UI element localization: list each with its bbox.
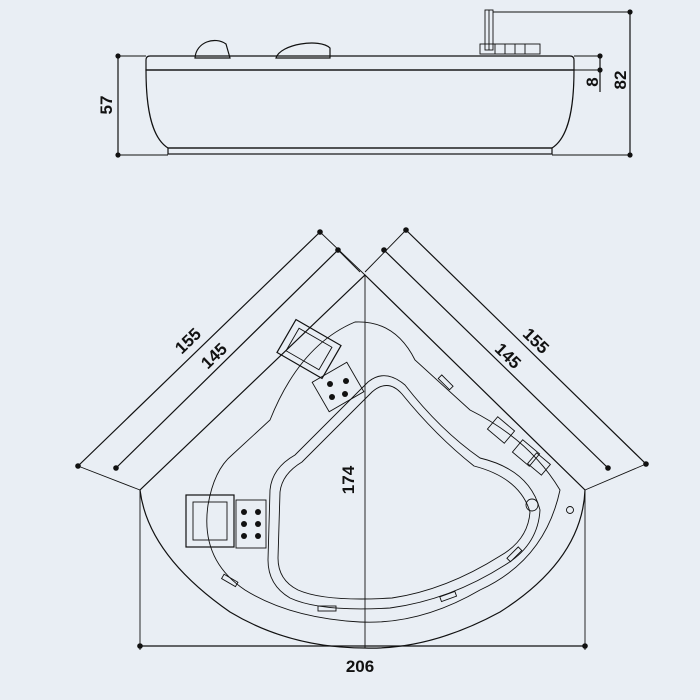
dim-label-155-left: 155: [171, 324, 205, 357]
dim-label-8: 8: [583, 77, 602, 86]
dim-label-82: 82: [611, 71, 630, 90]
tub-basin-line: [267, 375, 541, 610]
faucet: [479, 9, 541, 55]
dim-label-145-right: 145: [491, 339, 525, 372]
dim-label-57: 57: [97, 96, 116, 115]
side-view: 57 8 82: [97, 9, 633, 158]
headrest-left: [194, 39, 231, 59]
drain: [525, 498, 539, 512]
tub-inner-rim: [206, 321, 561, 623]
dim-line-155-left: [77, 231, 321, 467]
headrest-left: [185, 494, 235, 548]
tub-outline-top: [139, 274, 586, 649]
dim-label-206: 206: [346, 657, 374, 676]
overflow: [566, 506, 574, 514]
top-view: 174 155 145 155 145 206: [75, 227, 649, 676]
headrest-top: [276, 318, 342, 380]
jet-plate-upper: [311, 361, 365, 413]
dim-label-145-left: 145: [197, 339, 231, 372]
dim-label-174: 174: [339, 465, 358, 494]
tub-body-side: [145, 69, 575, 149]
dim-label-155-right: 155: [519, 324, 553, 357]
dim-line-145-left: [115, 249, 339, 469]
jet-plate-lower: [235, 499, 267, 549]
tub-base: [167, 147, 553, 155]
tub-basin-line-inner: [277, 385, 531, 600]
headrest-right: [275, 42, 331, 59]
control-panel: [486, 416, 552, 476]
dim-line-145-right: [383, 249, 609, 469]
dim-line-155-right: [405, 229, 647, 465]
